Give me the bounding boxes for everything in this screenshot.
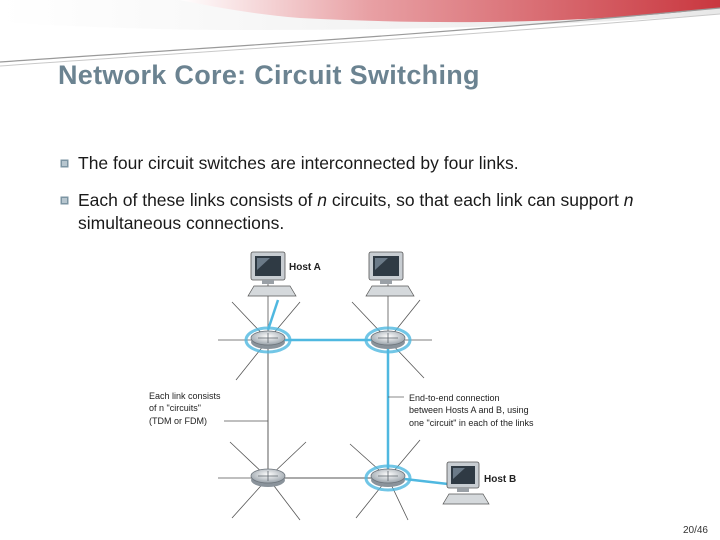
variable-n: n: [623, 190, 634, 210]
bullet-item: Each of these links consists of n circui…: [58, 189, 668, 235]
link-note-line: Each link consists: [149, 391, 221, 401]
router-bottom-left-icon: [250, 468, 286, 487]
bullet-text: circuits, so that each link can support: [327, 190, 624, 210]
square-bullet-icon: [60, 159, 69, 168]
bullet-text: The four circuit switches are interconne…: [78, 153, 519, 173]
bullet-item: The four circuit switches are interconne…: [58, 152, 668, 175]
slide-title: Network Core: Circuit Switching: [58, 60, 480, 90]
host-b-computer-icon: [442, 461, 490, 505]
variable-n: n: [317, 190, 328, 210]
e2e-note-line: End-to-end connection: [409, 393, 500, 403]
link-note-line: (TDM or FDM): [149, 416, 207, 426]
host-a-computer-icon: [247, 251, 297, 297]
router-bottom-right-icon: [364, 464, 412, 492]
link-note-line: of n "circuits": [149, 403, 201, 413]
header-decoration: [0, 0, 720, 67]
page-number: 20/46: [682, 525, 708, 536]
e2e-note-line: between Hosts A and B, using: [409, 405, 529, 415]
host-a-link: [266, 299, 280, 331]
network-links: [267, 338, 390, 479]
host-b-label: Host B: [484, 474, 516, 485]
bullet-text: Each of these links consists of: [78, 190, 318, 210]
host-a-label: Host A: [289, 262, 321, 273]
bullet-text: simultaneous connections.: [78, 213, 285, 233]
e2e-note-line: one "circuit" in each of the links: [409, 418, 534, 428]
computer-icon: [365, 251, 415, 297]
router-top-left-icon: [244, 326, 292, 354]
square-bullet-icon: [60, 196, 69, 205]
bullet-list: The four circuit switches are interconne…: [58, 152, 668, 249]
router-top-right-icon: [364, 326, 412, 354]
